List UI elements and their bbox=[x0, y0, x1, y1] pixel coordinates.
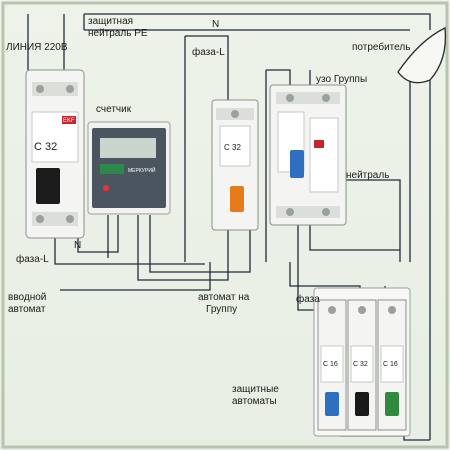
label-n-left: N bbox=[74, 240, 81, 251]
label-neutral-top: N bbox=[212, 19, 219, 30]
brand-badge bbox=[62, 116, 76, 124]
wire-pe-top bbox=[84, 13, 431, 30]
label-input-breaker-1: вводной bbox=[8, 292, 46, 303]
wire-bus-4 bbox=[137, 215, 229, 281]
meter-brand: МЕРКУРИЙ bbox=[128, 166, 156, 174]
rcd-toggle[interactable] bbox=[290, 150, 304, 178]
protective-breaker-3: C 16 bbox=[377, 299, 407, 431]
wire-bus-1 bbox=[54, 235, 205, 265]
label-phase-right: фаза bbox=[296, 293, 320, 305]
protective-breaker-3-rating: C 16 bbox=[383, 361, 398, 368]
wire-bus-5 bbox=[149, 215, 251, 273]
protective-breaker-2-toggle[interactable] bbox=[355, 392, 369, 416]
label-protective-breakers-1: защитные bbox=[232, 384, 279, 395]
consumer-lamp-icon bbox=[397, 27, 447, 84]
protective-breaker-1-toggle[interactable] bbox=[325, 392, 339, 416]
electric-meter: МЕРКУРИЙ bbox=[87, 121, 171, 215]
label-line-voltage: ЛИНИЯ 220В bbox=[6, 42, 68, 53]
label-group-breaker-1: автомат на bbox=[198, 292, 250, 303]
rcd-device bbox=[269, 84, 347, 226]
wire-bus-2 bbox=[77, 215, 119, 253]
label-protective-neutral-2: нейтраль PE bbox=[88, 28, 148, 39]
input-breaker-brand: EKF bbox=[63, 118, 75, 124]
meter-display bbox=[100, 138, 156, 158]
group-breaker-rating: C 32 bbox=[224, 143, 241, 152]
label-phase-l-left: фаза-L bbox=[16, 253, 49, 265]
label-meter: счетчик bbox=[96, 104, 132, 115]
input-breaker-rating: C 32 bbox=[34, 141, 57, 153]
label-consumer: потребитель bbox=[352, 41, 410, 53]
group-breaker: C 32 bbox=[211, 99, 259, 231]
label-protective-neutral-1: защитная bbox=[88, 16, 133, 27]
label-neutral-right: нейтраль bbox=[346, 170, 389, 181]
label-input-breaker-2: автомат bbox=[8, 304, 46, 315]
wire-bus-3 bbox=[60, 262, 211, 291]
wire-rcd-neutral bbox=[309, 225, 400, 251]
input-breaker-toggle[interactable] bbox=[36, 168, 60, 204]
label-phase-l-top: фаза-L bbox=[192, 46, 225, 58]
input-breaker: EKF C 32 bbox=[25, 69, 85, 239]
protective-breakers: C 16 C 32 C 16 bbox=[313, 287, 411, 437]
protective-breaker-1-rating: C 16 bbox=[323, 361, 338, 368]
label-rcd-group: узо Группы bbox=[316, 74, 367, 85]
wire-neutral-right bbox=[340, 179, 401, 262]
protective-breaker-2-rating: C 32 bbox=[353, 361, 368, 368]
protective-breaker-2: C 32 bbox=[347, 299, 377, 431]
wire-rcd-top bbox=[266, 69, 291, 85]
label-group-breaker-2: Группу bbox=[206, 304, 237, 315]
labels: ЛИНИЯ 220В защитная нейтраль PE N фаза-L… bbox=[6, 16, 410, 407]
protective-breaker-1: C 16 bbox=[317, 299, 347, 431]
group-breaker-toggle[interactable] bbox=[230, 186, 244, 212]
protective-breaker-3-toggle[interactable] bbox=[385, 392, 399, 416]
label-protective-breakers-2: автоматы bbox=[232, 396, 277, 407]
wire-phase-l-top bbox=[185, 35, 229, 100]
